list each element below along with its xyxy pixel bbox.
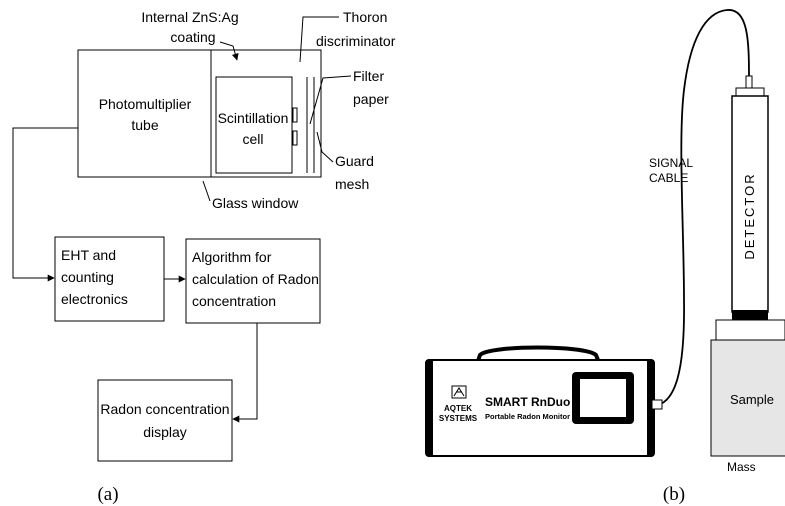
eht-label-2: counting (61, 269, 114, 285)
panel-b: SIGNAL CABLE DETECTOR Sample Mass AQTEK … (425, 9, 785, 505)
display-box (97, 379, 233, 462)
pmt-label-1: Photomultiplier (99, 96, 192, 112)
sample-box (710, 339, 785, 457)
cable-connector-monitor (651, 399, 663, 410)
mass-label: Mass (727, 460, 756, 474)
filter-label-2: paper (353, 91, 389, 107)
caption-b: (b) (663, 484, 685, 505)
glass-window-label: Glass window (212, 195, 299, 211)
display-label-1: Radon concentration (100, 401, 229, 417)
signal-label-2: CABLE (649, 171, 688, 185)
model-label: SMART RnDuo (485, 395, 570, 409)
eht-label-3: electronics (61, 291, 128, 307)
coating-label-2: coating (170, 29, 215, 45)
display-label-2: display (143, 424, 187, 440)
aqtek-logo-icon (451, 385, 467, 399)
cell-label-1: Scintillation (218, 110, 289, 126)
detector-label: DETECTOR (742, 172, 757, 259)
brand-label-2: SYSTEMS (439, 414, 478, 423)
subtitle-label: Portable Radon Monitor (485, 412, 570, 421)
thoron-discriminator-plate-bottom (292, 130, 298, 146)
monitor-end-cap-right (647, 360, 654, 456)
cell-housing (210, 49, 322, 178)
cell-label-2: cell (242, 131, 263, 147)
signal-label-1: SIGNAL (649, 156, 693, 170)
scintillation-cell (215, 76, 293, 174)
panel-a: Photomultiplier tube Scintillation cell … (12, 9, 396, 505)
signal-cable (657, 9, 750, 406)
coating-label-1: Internal ZnS:Ag (141, 9, 238, 25)
pmt-to-eht-arrow (12, 127, 78, 282)
thoron-label-1: Thoron (343, 9, 387, 25)
pmt-label-2: tube (131, 117, 158, 133)
guard-leader (316, 131, 334, 163)
thoron-discriminator-plate-top (292, 107, 298, 123)
guard-label-1: Guard (335, 153, 374, 169)
guard-label-2: mesh (335, 176, 369, 192)
monitor-end-cap-left (426, 360, 433, 456)
eht-label-1: EHT and (61, 247, 116, 263)
brand-label-1: AQTEK (444, 404, 472, 413)
glass-leader (202, 180, 211, 202)
algorithm-to-display-arrow (232, 323, 258, 423)
algorithm-box (185, 238, 321, 324)
filter-label-1: Filter (353, 68, 384, 84)
photomultiplier-tube-box (77, 49, 212, 178)
algorithm-label-1: Algorithm for (192, 249, 272, 265)
monitor-handle (473, 345, 604, 371)
thoron-label-2: discriminator (316, 33, 396, 49)
detector-body (731, 95, 769, 313)
detector-base-band (732, 310, 768, 322)
algorithm-label-3: concentration (192, 293, 276, 309)
sample-label: Sample (730, 392, 774, 407)
monitor-screen (580, 379, 626, 417)
caption-a: (a) (97, 484, 118, 505)
algorithm-label-2: calculation of Radon (192, 271, 319, 287)
detector-mount (715, 319, 785, 343)
coating-leader (219, 41, 239, 61)
thoron-leader (299, 16, 339, 63)
filter-leader (309, 75, 352, 125)
